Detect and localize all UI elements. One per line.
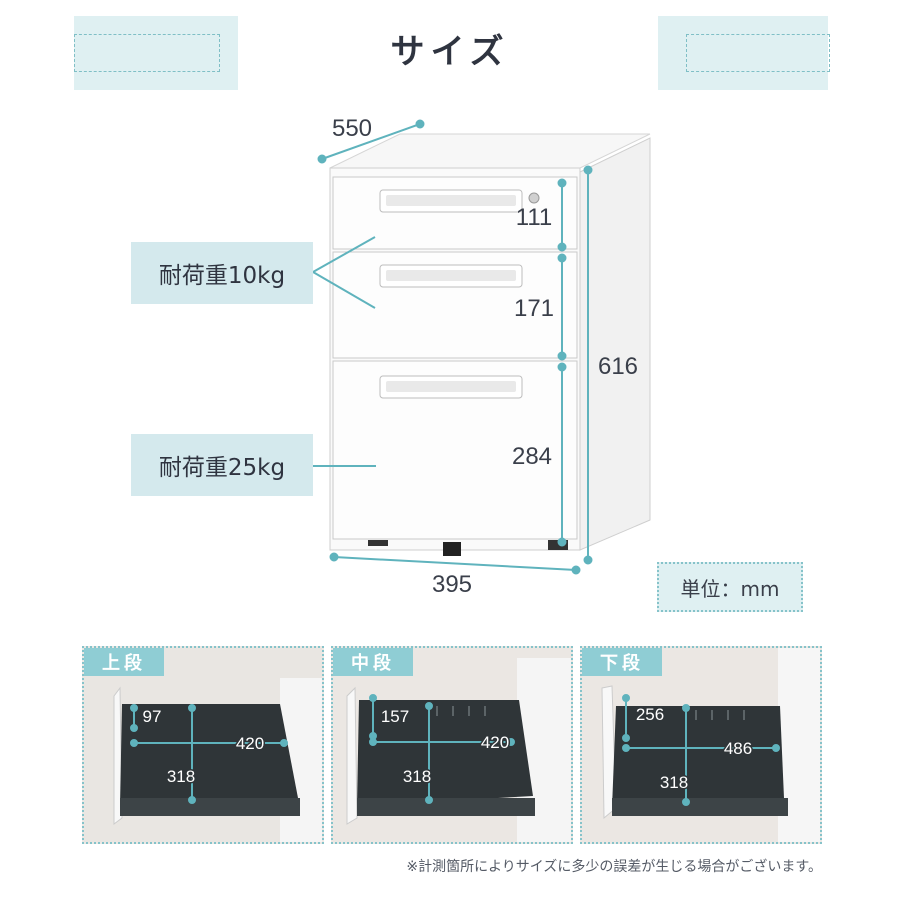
top-right-banner xyxy=(658,16,830,90)
cabinet-diagram: 550 395 616 111 171 284 xyxy=(312,115,651,598)
caster-left xyxy=(368,540,388,546)
cabinet-side xyxy=(579,137,651,551)
panel-lower-depth: 318 xyxy=(660,773,688,792)
panel-middle-height: 157 xyxy=(381,707,409,726)
panel-middle-tag: 中段 xyxy=(333,648,413,676)
drawer-top-label: 111 xyxy=(516,204,552,231)
panel-upper-tag: 上段 xyxy=(84,648,164,676)
drawer-bottom-label: 284 xyxy=(512,443,552,470)
top-right-banner-inner xyxy=(686,34,830,72)
height-total-label: 616 xyxy=(598,353,638,380)
panel-lower-drawing: 256 486 318 xyxy=(582,648,820,842)
panel-middle-width: 420 xyxy=(481,733,509,752)
panel-lower: 256 486 318 下段 xyxy=(580,646,822,844)
caster-center xyxy=(443,542,461,556)
width-label: 395 xyxy=(432,571,472,598)
load-label-upper: 耐荷重10kg xyxy=(131,242,313,304)
caster-right xyxy=(548,540,568,550)
load-label-lower: 耐荷重25kg xyxy=(131,434,313,496)
top-left-banner xyxy=(74,16,238,90)
footnote: ※計測箇所によりサイズに多少の誤差が生じる場合がございます。 xyxy=(406,859,822,875)
panel-upper-width: 420 xyxy=(236,734,264,753)
panel-lower-tag: 下段 xyxy=(582,648,662,676)
unit-label: 単位：mm xyxy=(657,562,803,612)
panel-upper-drawing: 97 420 318 xyxy=(84,648,322,842)
drawer-middle-label: 171 xyxy=(514,295,554,322)
panel-lower-width: 486 xyxy=(724,739,752,758)
panel-middle-drawing: 157 420 318 xyxy=(333,648,571,842)
panel-upper-height: 97 xyxy=(143,707,162,726)
panel-upper-depth: 318 xyxy=(167,767,195,786)
top-left-banner-inner xyxy=(74,34,220,72)
panel-lower-height: 256 xyxy=(636,705,664,724)
page-title: サイズ xyxy=(390,32,510,72)
panel-middle: 157 420 318 中段 xyxy=(331,646,573,844)
depth-label: 550 xyxy=(332,115,372,142)
lock-icon xyxy=(528,192,540,204)
panel-upper: 97 420 318 上段 xyxy=(82,646,324,844)
panel-middle-depth: 318 xyxy=(403,767,431,786)
